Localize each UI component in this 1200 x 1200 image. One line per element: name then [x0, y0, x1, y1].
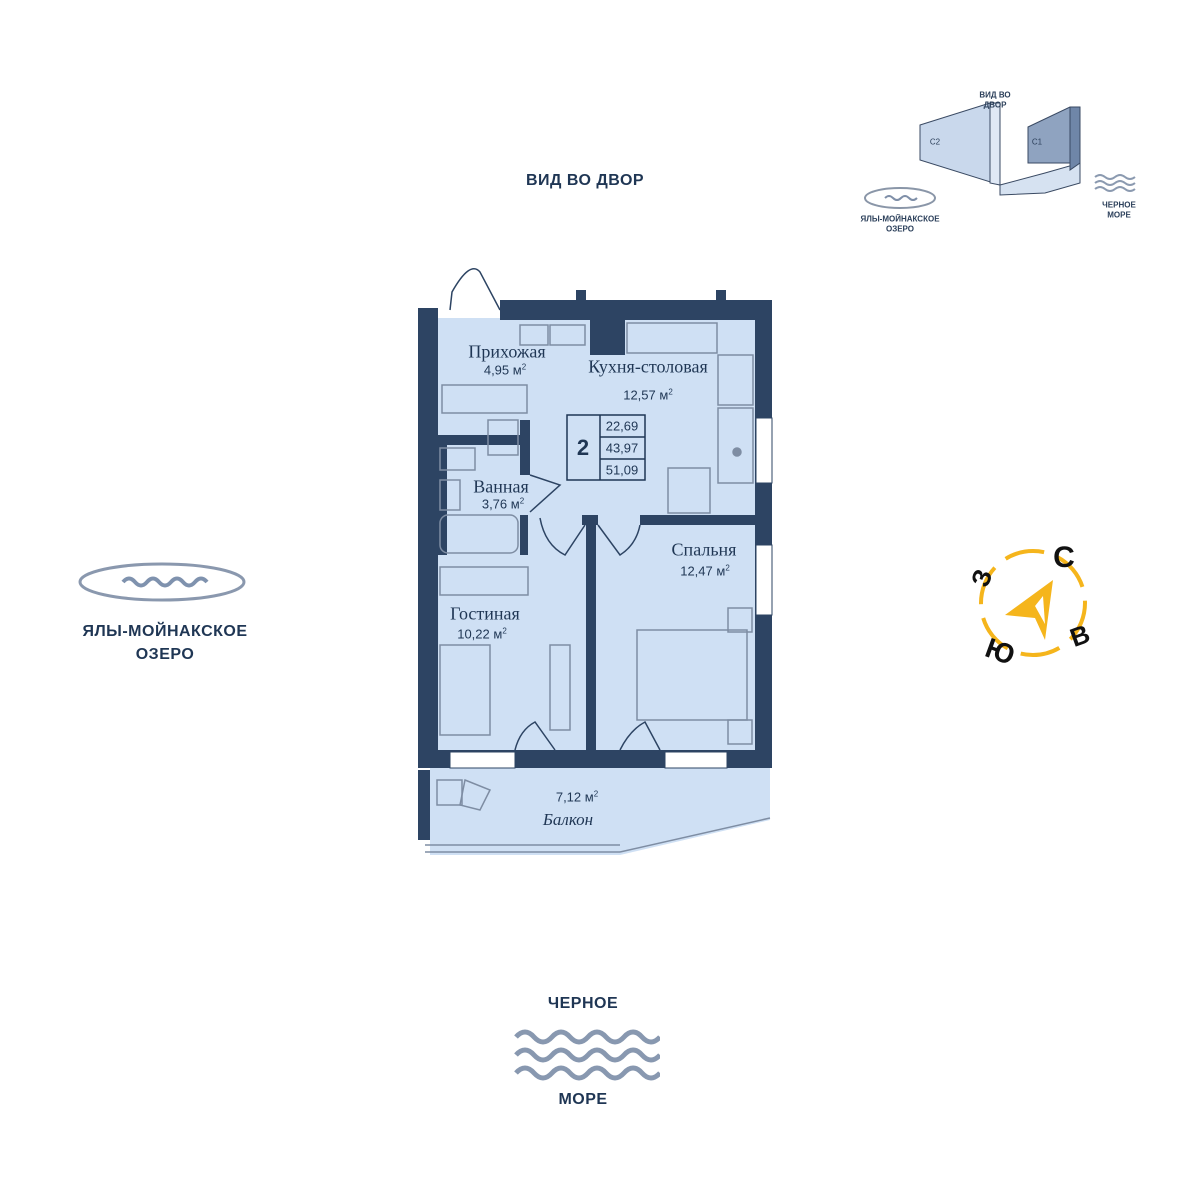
sea-label-2: МОРЕ	[558, 1091, 608, 1108]
lake-icon	[78, 562, 246, 602]
sea-label-1: ЧЕРНОЕ	[547, 995, 619, 1012]
minimap-building-c2: С2	[929, 137, 941, 147]
room-name-bedroom: Спальня	[671, 539, 737, 560]
doors	[449, 268, 661, 751]
sea-waves-icon	[514, 1029, 660, 1081]
compass-north: С	[1053, 541, 1075, 574]
minimap-lake-label-1: ЯЛЫ-МОЙНАКСКОЕ	[860, 214, 940, 224]
living-area: 22,69	[605, 418, 639, 434]
lake-label-1: ЯЛЫ-МОЙНАКСКОЕ	[82, 623, 248, 640]
furniture	[425, 322, 771, 853]
room-name-hallway: Прихожая	[468, 341, 546, 362]
room-name-balcony: Балкон	[542, 810, 594, 829]
view-courtyard-label: ВИД ВО ДВОР	[525, 172, 645, 189]
room-area-bedroom: 12,47 м2	[680, 563, 730, 579]
minimap-sea-label-1: ЧЕРНОЕ	[1102, 200, 1136, 210]
total-area: 43,97	[605, 440, 639, 456]
area-summary-box	[566, 414, 646, 481]
minimap-view-label-1: ВИД ВО	[979, 90, 1011, 100]
windows	[449, 417, 773, 769]
floor	[430, 318, 770, 855]
room-area-hallway: 4,95 м2	[483, 362, 527, 378]
site-minimap: ВИД ВО ДВОР С2 С1 ЯЛЫ-МОЙНАКСКОЕ ОЗЕРО Ч…	[845, 55, 1155, 265]
minimap-view-label-2: ДВОР	[983, 100, 1007, 110]
room-area-balcony: 7,12 м2	[555, 789, 599, 805]
room-name-kitchen: Кухня-столовая	[588, 356, 708, 377]
compass-icon	[979, 549, 1087, 657]
minimap-lake-label-2: ОЗЕРО	[885, 224, 915, 234]
total-area-with-balcony: 51,09	[605, 462, 639, 478]
room-area-living-room: 10,22 м2	[457, 626, 507, 642]
minimap-buildings	[864, 102, 1136, 209]
room-name-living-room: Гостиная	[450, 603, 520, 624]
room-area-bathroom: 3,76 м2	[481, 496, 525, 512]
minimap-building-c1: С1	[1031, 137, 1043, 147]
room-name-bathroom: Ванная	[473, 476, 529, 497]
minimap-sea-label-2: МОРЕ	[1107, 210, 1131, 220]
room-area-kitchen: 12,57 м2	[623, 387, 673, 403]
lake-label-2: ОЗЕРО	[135, 646, 195, 663]
rooms-count: 2	[576, 435, 590, 460]
